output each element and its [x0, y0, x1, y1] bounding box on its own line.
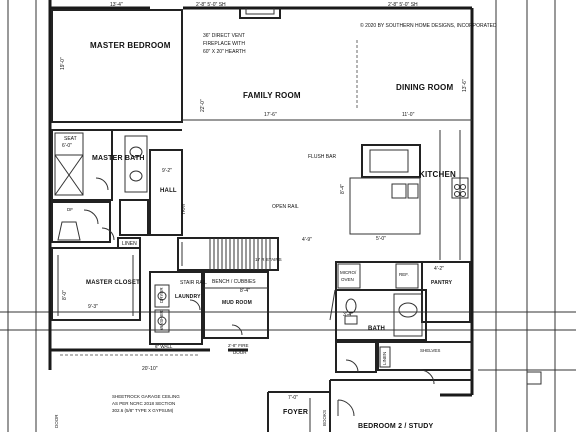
note-fire-door-1: 2'-8" FIRE [228, 343, 248, 348]
note-door: DOOR [54, 414, 59, 428]
note-open-rail: OPEN RAIL [272, 204, 299, 210]
note-micro-2: OVEN [341, 277, 354, 282]
note-bench: BENCH / CUBBIES [212, 279, 256, 285]
laundry-mudroom [149, 271, 269, 345]
note-washer: WASHER [159, 310, 164, 330]
dim-14: 4'-9" [302, 237, 312, 243]
room-label-foyer: FOYER [283, 409, 308, 416]
dim-15: 20'-10" [142, 366, 158, 372]
note-fireplace-2: FIREPLACE WITH [203, 41, 245, 47]
exterior-walls [48, 0, 474, 397]
copyright-note: © 2020 BY SOUTHERN HOME DESIGNS, INCORPO… [360, 22, 497, 29]
room-label-master-bath: MASTER BATH [92, 155, 145, 162]
room-label-bedroom2: BEDROOM 2 / STUDY [358, 423, 433, 430]
hall [119, 149, 183, 236]
kitchen [349, 130, 469, 260]
dim-20: 8'-4" [240, 288, 250, 294]
dim-12: 9'-3" [88, 304, 98, 310]
room-label-kitchen: KITCHEN [419, 170, 456, 179]
note-fireplace-1: 36" DIRECT VENT [203, 33, 245, 39]
room-label-master-bedroom: MASTER BEDROOM [90, 41, 171, 50]
dim-9: 8'-4" [340, 184, 346, 194]
dim-19: 9'-2" [162, 168, 172, 174]
room-label-laundry: LAUNDRY [175, 294, 201, 300]
foyer-bedroom2 [267, 379, 472, 432]
note-fire-door-2: DOOR [233, 350, 247, 355]
note-df: DF [67, 207, 73, 212]
dim-16: 7'-0" [288, 395, 298, 401]
dim-13: 6'-0" [62, 143, 72, 149]
room-label-bath: BATH [368, 326, 385, 332]
dim-17: 4'-2" [434, 266, 444, 272]
dim-3: 2'-8" 5'-0" SH [388, 2, 418, 8]
master-bath [51, 129, 182, 201]
kitchen-south-block [329, 261, 473, 373]
master-closet [51, 201, 141, 321]
master-bedroom [51, 9, 183, 123]
dim-2: 2'-8" 5'-0" SH [196, 2, 226, 8]
note-wall: 6" WALL [155, 344, 173, 349]
note-linen: LINEN [122, 241, 137, 247]
note-shelves: SHELVES [420, 348, 440, 353]
note-up-stairs: 17 R STAIRS [255, 257, 282, 262]
note-garage-1: SHEETROCK GARAGE CEILING [112, 394, 180, 399]
room-label-mud-room: MUD ROOM [222, 300, 252, 306]
note-flush-bar: FLUSH BAR [308, 154, 336, 160]
fireplace [239, 8, 281, 19]
note-books: BOOKS [322, 410, 327, 426]
dim-1: 13'-4" [110, 2, 123, 8]
door-swings [83, 177, 435, 385]
labels: © 2020 BY SOUTHERN HOME DESIGNS, INCORPO… [54, 2, 497, 430]
note-fireplace-3: 60" X 20" HEARTH [203, 49, 246, 55]
dim-7: 11'-0" [402, 112, 415, 118]
family-dining-divider [182, 40, 472, 121]
garage-wall [50, 348, 248, 356]
room-label-dining-room: DINING ROOM [396, 83, 453, 92]
stairs [177, 237, 279, 271]
note-stair-rail: STAIR RAIL [180, 280, 207, 286]
note-seat: SEAT [64, 136, 77, 142]
dim-4: 19'-0" [60, 57, 66, 70]
note-tray: TRAY [181, 203, 186, 215]
dim-11: 8'-0" [62, 290, 68, 300]
room-label-family-room: FAMILY ROOM [243, 91, 301, 100]
linen-closet [117, 237, 141, 249]
note-garage-2: AS PER NCRC 2018 SECTION [112, 401, 175, 406]
dim-5: 22'-0" [200, 99, 206, 112]
room-label-master-closet: MASTER CLOSET [86, 280, 140, 286]
dim-6: 17'-6" [264, 112, 277, 118]
note-linen2: LINEN [382, 352, 387, 365]
room-label-hall: HALL [160, 188, 177, 194]
dim-10: 5'-0" [376, 236, 386, 242]
dim-18: 3'-4" [343, 312, 353, 318]
note-dryer: DRYER [159, 287, 164, 303]
dim-8: 13'-6" [462, 79, 468, 92]
note-micro-1: MICRO/ [340, 270, 357, 275]
note-garage-3: 302.6 (5/8" TYPE X GYPSUM) [112, 408, 174, 413]
note-ref: REF. [399, 272, 409, 277]
room-label-pantry: PANTRY [431, 280, 453, 286]
